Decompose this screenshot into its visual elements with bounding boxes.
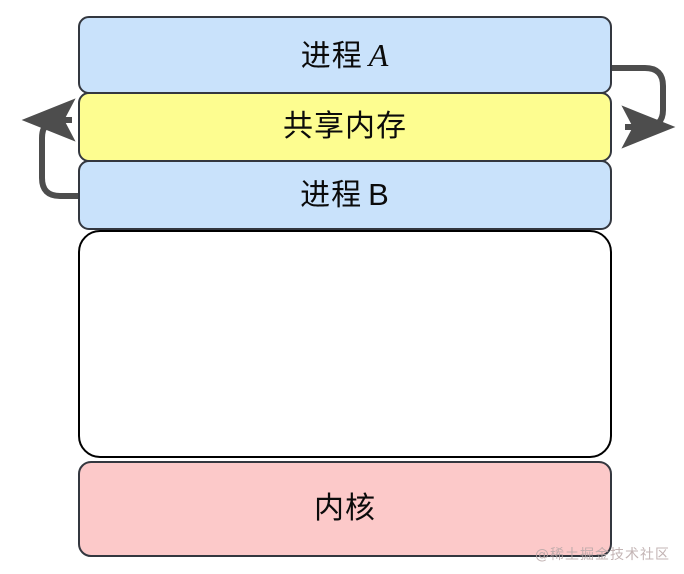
- box-shared-memory[interactable]: 共享内存: [78, 92, 612, 162]
- box-process-a-label-latin: A: [368, 36, 390, 73]
- box-shared-memory-label: 共享内存: [283, 112, 407, 142]
- box-kernel-label-cjk: 内核: [314, 492, 376, 525]
- box-kernel[interactable]: 内核: [78, 461, 612, 557]
- box-kernel-label: 内核: [314, 494, 376, 524]
- arrow-b-to-shared-memory: [21, 98, 78, 199]
- arrow-a-to-shared-memory: [612, 65, 676, 149]
- box-shared-memory-label-cjk: 共享内存: [283, 110, 407, 143]
- box-process-a-label-cjk: 进程: [300, 39, 363, 73]
- box-process-b-label-cjk: 进程: [300, 179, 363, 212]
- box-process-b-label-latin: B: [368, 177, 390, 212]
- box-user-space[interactable]: [78, 230, 612, 458]
- watermark: @稀土掘金技术社区: [535, 547, 670, 563]
